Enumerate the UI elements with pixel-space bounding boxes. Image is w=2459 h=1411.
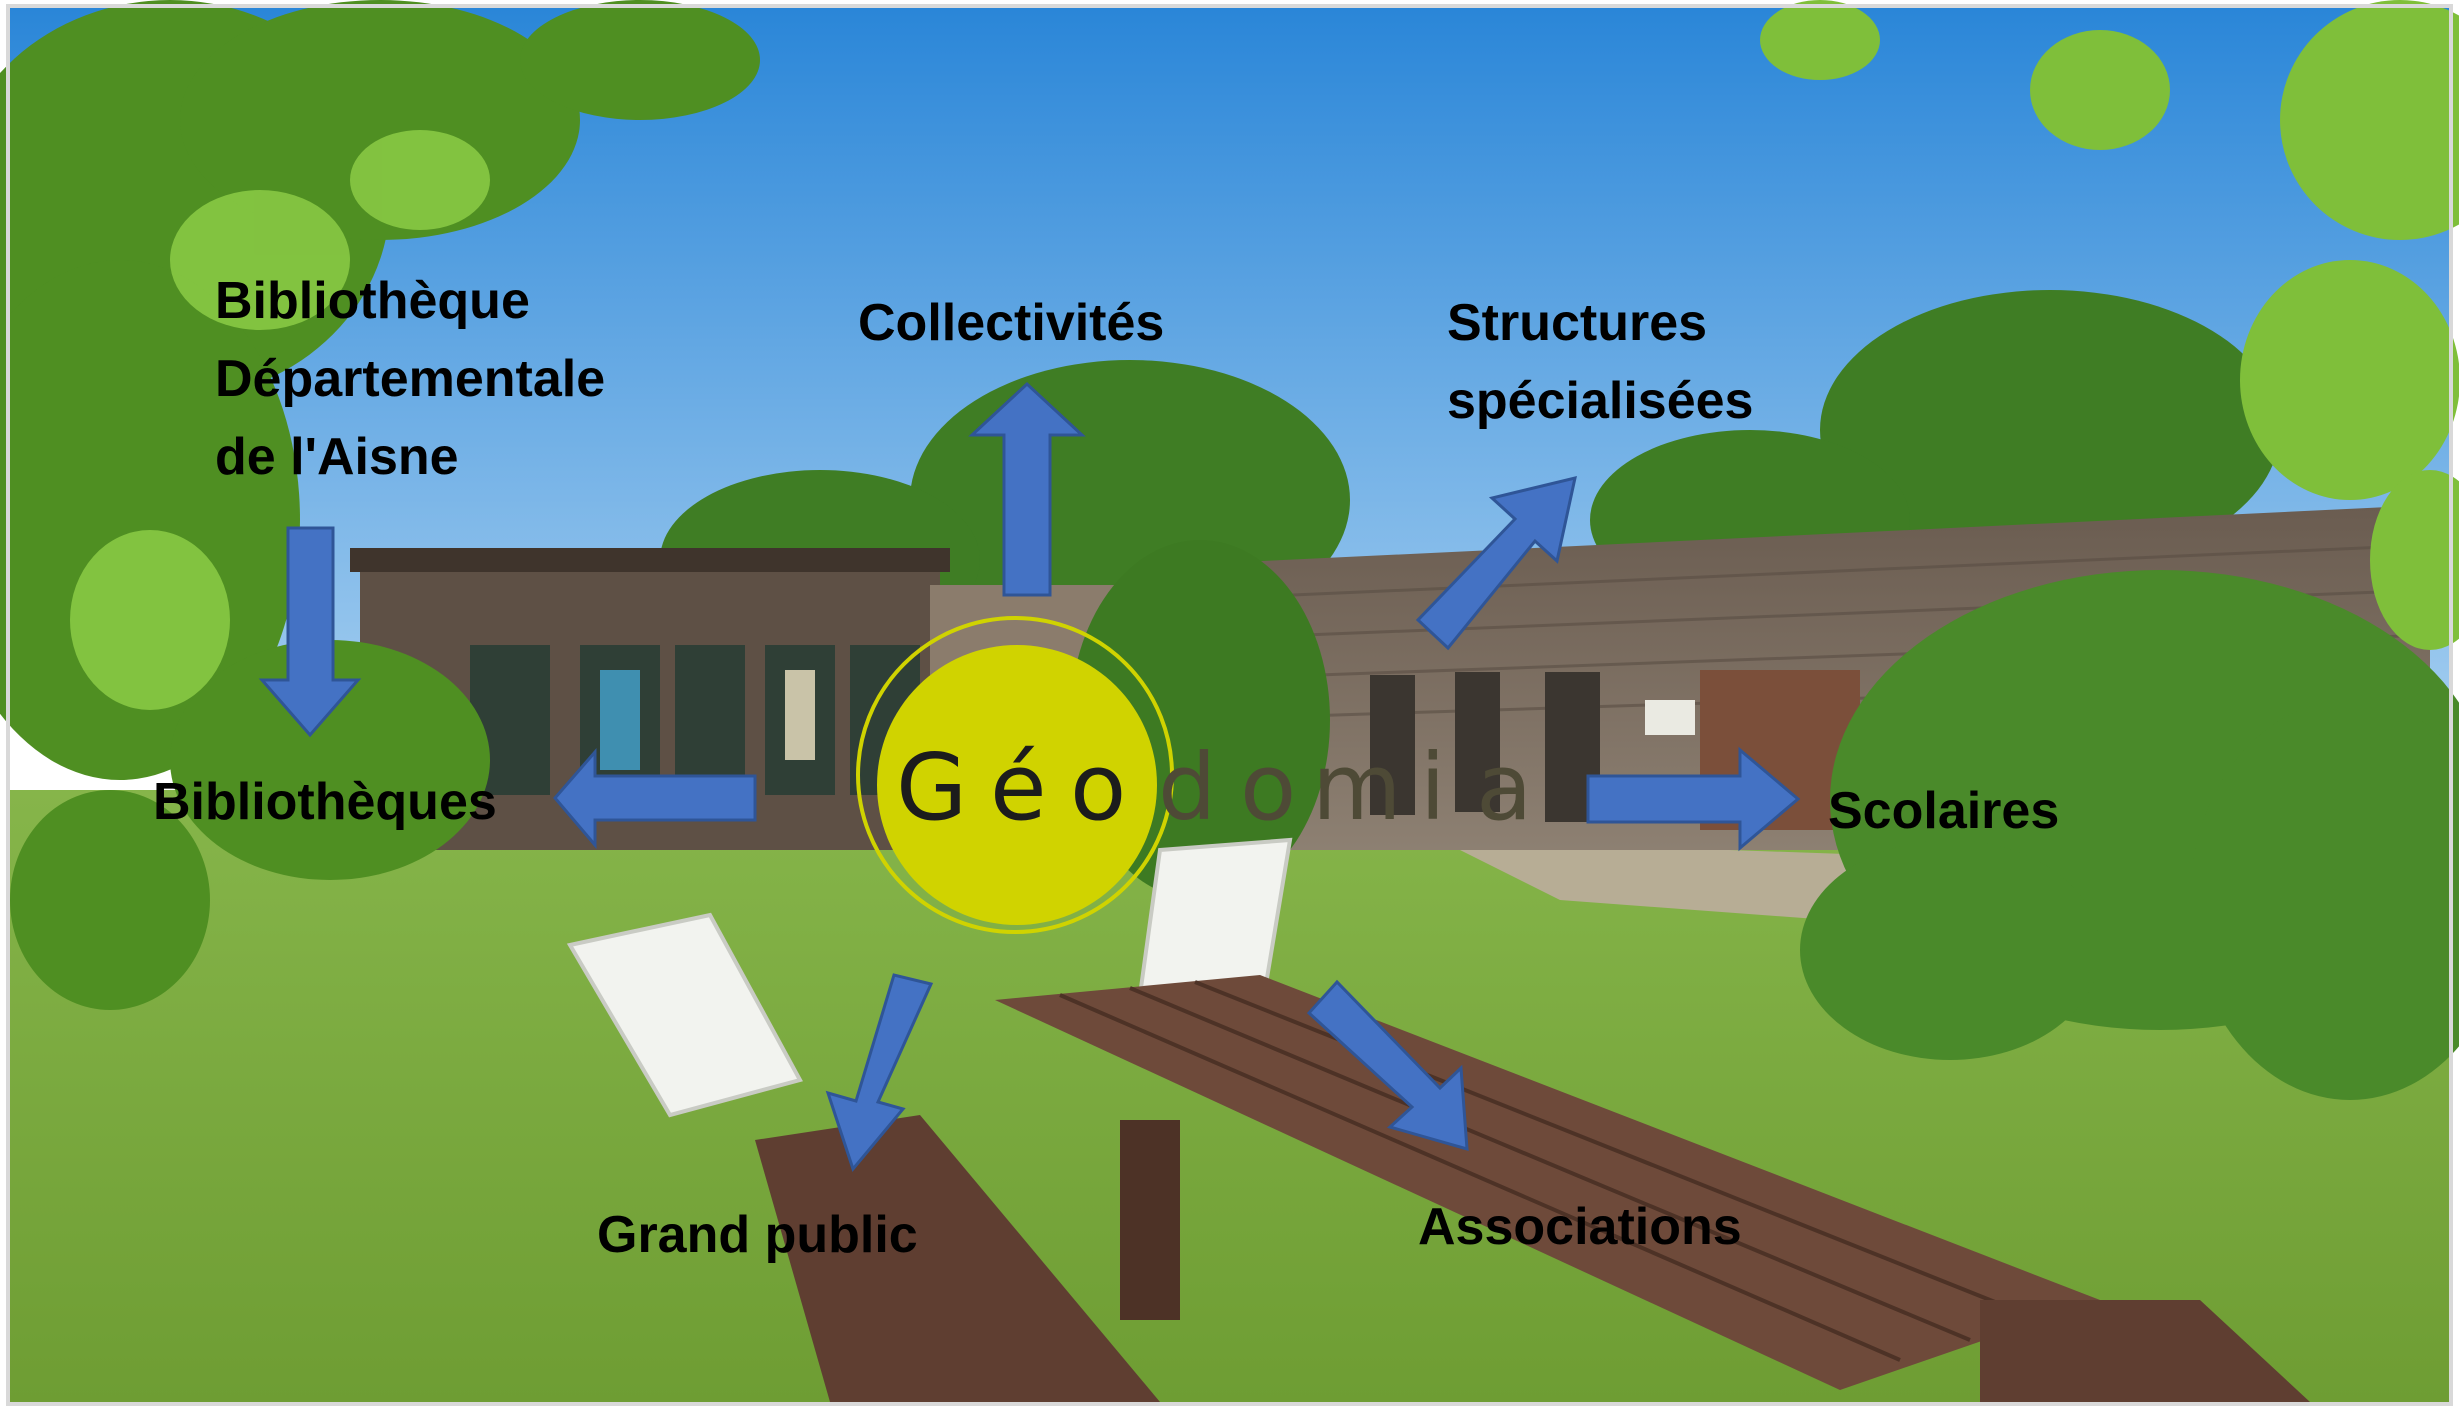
logo-letter: i (1420, 734, 1446, 841)
right-bushes (1800, 570, 2459, 1100)
label-structures-specialisees: Structures spécialisées (1447, 284, 1753, 440)
label-scolaires: Scolaires (1828, 782, 2060, 840)
arrow-to-scolaires (1586, 746, 1801, 852)
logo-letter: G (896, 734, 968, 841)
logo-letter: m (1312, 734, 1402, 841)
label-bibliotheques: Bibliothèques (153, 773, 497, 831)
label-line: de l'Aisne (215, 428, 459, 486)
logo-ring (856, 616, 1174, 934)
logo-letter: a (1476, 734, 1533, 841)
label-line: Bibliothèque (215, 272, 530, 330)
deck-chairs (566, 837, 1293, 1118)
label-line: Structures (1447, 294, 1708, 352)
arrow-to-bibliotheques (553, 747, 757, 850)
top-right-foliage (1760, 0, 2459, 650)
logo-letter: d (1158, 734, 1217, 841)
label-line: Départementale (215, 350, 606, 408)
arrow-to-collectivites (968, 381, 1086, 597)
left-tree-highlights (70, 130, 490, 710)
arrow-to-associations (1306, 979, 1469, 1152)
logo-letter: o (1240, 734, 1297, 841)
label-line: spécialisées (1447, 372, 1754, 430)
logo-circle (877, 645, 1157, 925)
arrow-to-structures-specialisees (1415, 475, 1577, 651)
label-grand-public: Grand public (597, 1206, 918, 1264)
label-collectivites: Collectivités (858, 294, 1165, 352)
logo-letter: o (1070, 734, 1127, 841)
picnic-table (755, 975, 2310, 1402)
arrow-to-grand-public (825, 973, 934, 1173)
label-bibliotheque-departementale: Bibliothèque Départementale de l'Aisne (215, 262, 605, 496)
arrow-down-from-bibliotheque-departementale (258, 526, 362, 738)
logo-letter: é (990, 734, 1047, 841)
label-associations: Associations (1418, 1198, 1742, 1256)
